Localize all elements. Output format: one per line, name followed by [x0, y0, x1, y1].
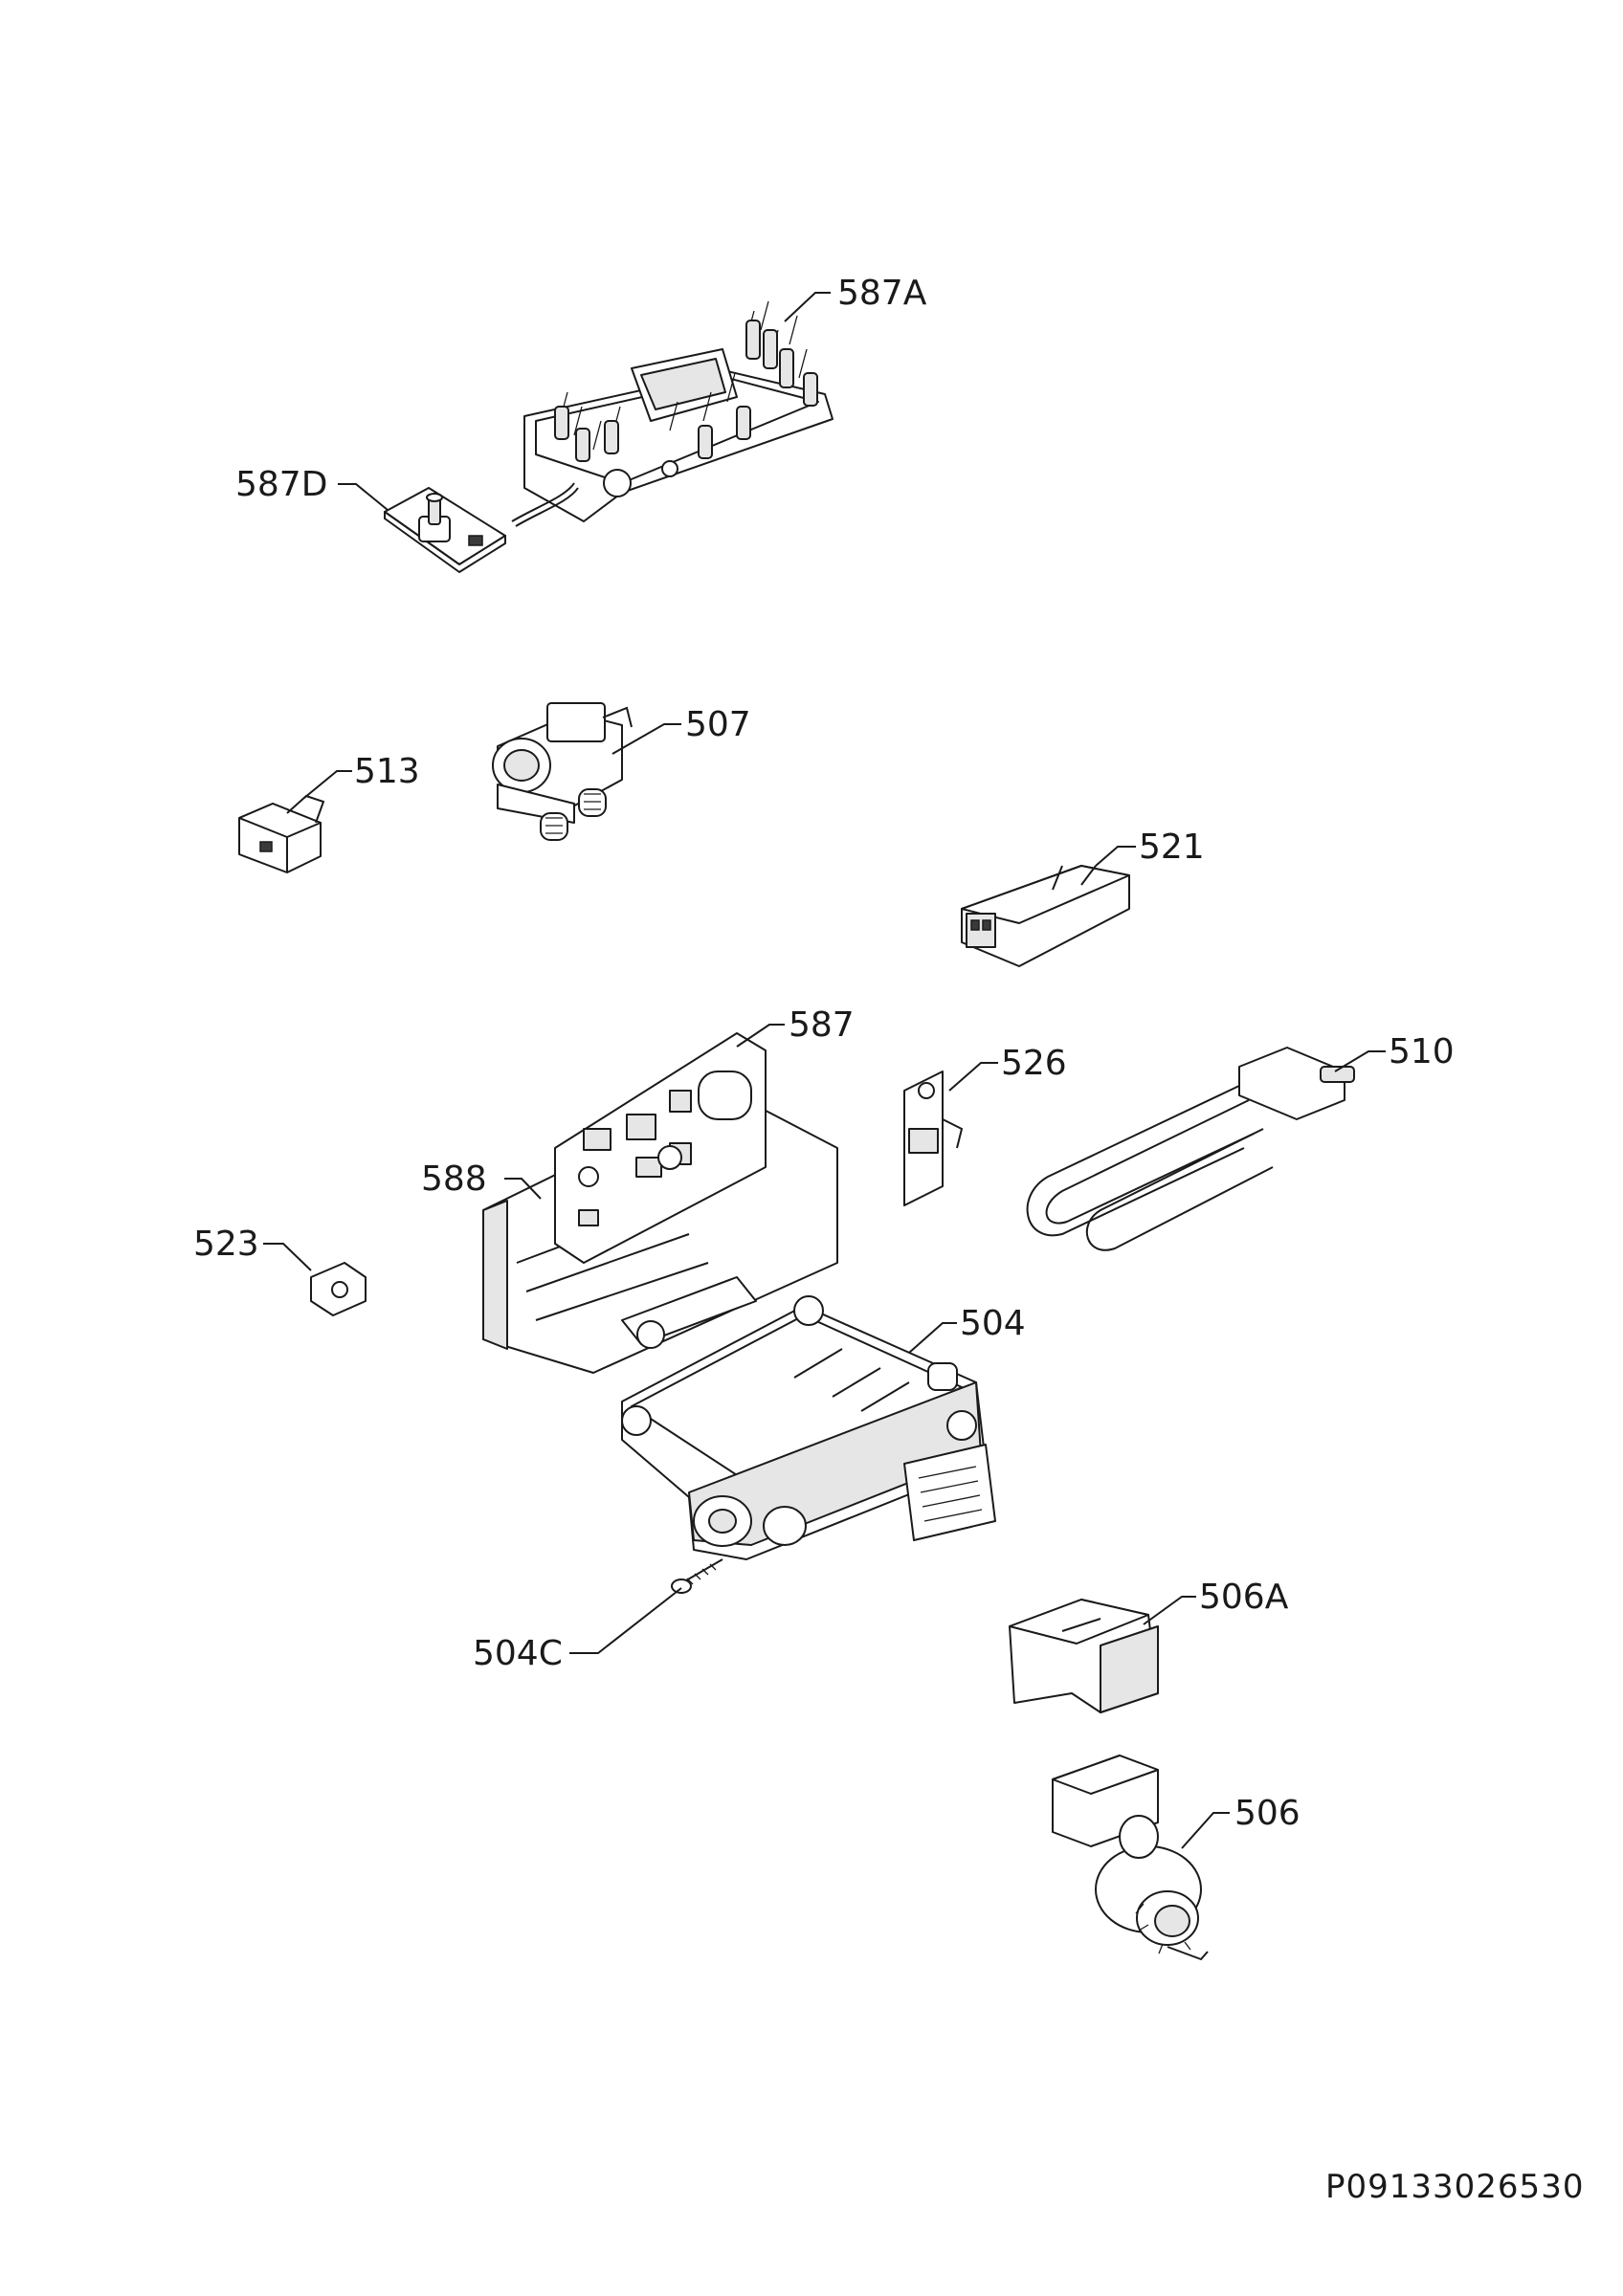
leader-526: [948, 1062, 998, 1092]
callout-526: 526: [1001, 1044, 1067, 1083]
part-521-door-lock[interactable]: [961, 865, 1130, 967]
callout-587D: 587D: [235, 465, 327, 504]
leader-506: [1181, 1812, 1230, 1849]
callout-507: 507: [685, 705, 751, 744]
leader-504: [908, 1322, 957, 1354]
leader-587D: [338, 483, 389, 511]
callout-513: 513: [354, 752, 420, 791]
leader-lines: [263, 292, 1386, 1849]
leader-521: [1095, 846, 1136, 867]
part-513-switch[interactable]: [238, 794, 325, 873]
leader-507: [611, 723, 681, 755]
leader-587A: [784, 292, 831, 322]
part-587A-interface-board[interactable]: [511, 300, 834, 527]
callout-510: 510: [1389, 1032, 1455, 1071]
part-587D-knob-board[interactable]: [384, 487, 506, 573]
part-506A-pump-cover[interactable]: [1009, 1599, 1159, 1713]
leader-504C: [569, 1587, 682, 1654]
leader-506A: [1143, 1596, 1196, 1625]
leader-523: [263, 1243, 312, 1271]
part-510-heating-element[interactable]: [1026, 1047, 1355, 1251]
callout-504C: 504C: [473, 1634, 563, 1673]
callout-521: 521: [1139, 828, 1205, 867]
callout-523: 523: [193, 1225, 259, 1264]
part-504-motor[interactable]: [621, 1295, 996, 1560]
leader-513: [303, 770, 352, 799]
leader-588: [504, 1178, 542, 1200]
part-504C-screw[interactable]: [671, 1558, 723, 1594]
callout-506: 506: [1234, 1794, 1301, 1833]
part-507-inlet-valve[interactable]: [492, 702, 633, 841]
callout-587A: 587A: [837, 274, 927, 313]
callout-labels: 587A 587D 513 507 521 587 526 510 588 52…: [193, 274, 1455, 1833]
part-526-bracket[interactable]: [903, 1071, 964, 1206]
callout-588: 588: [421, 1159, 487, 1199]
callout-504: 504: [960, 1304, 1026, 1343]
part-506-drain-pump[interactable]: [1052, 1755, 1209, 1961]
leader-587: [736, 1024, 785, 1048]
callout-587: 587: [789, 1005, 855, 1045]
drawing-code: P09133026530: [1325, 2168, 1584, 2206]
leader-510: [1334, 1050, 1386, 1072]
part-523-clip[interactable]: [310, 1262, 367, 1316]
part-587-main-board[interactable]: [554, 1032, 767, 1264]
callout-506A: 506A: [1199, 1578, 1289, 1617]
